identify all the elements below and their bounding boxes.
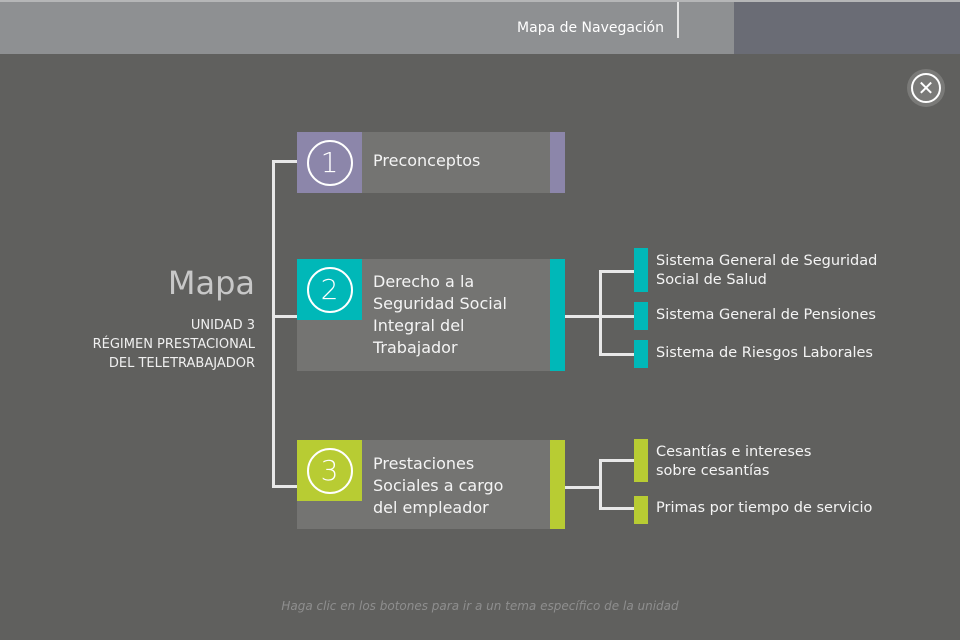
connector-line bbox=[599, 270, 602, 356]
divider bbox=[677, 2, 679, 38]
connector-line bbox=[599, 270, 634, 273]
connector-line bbox=[272, 315, 297, 318]
connector-line bbox=[272, 485, 297, 488]
accent-bar bbox=[550, 440, 565, 529]
connector-line bbox=[272, 160, 297, 163]
subtopic-primas[interactable]: Primas por tiempo de servicio bbox=[656, 500, 873, 516]
subtopic-marker[interactable] bbox=[634, 439, 648, 482]
topic-number-badge: 3 bbox=[297, 440, 362, 501]
map-title: Mapa bbox=[167, 264, 255, 302]
header-bar-right bbox=[734, 0, 960, 54]
connector-line bbox=[599, 459, 602, 510]
connector-line bbox=[272, 160, 275, 488]
footer-hint: Haga clic en los botones para ir a un te… bbox=[281, 599, 679, 613]
subtopic-marker[interactable] bbox=[634, 248, 648, 292]
subtopic-marker[interactable] bbox=[634, 496, 648, 524]
connector-line bbox=[565, 315, 600, 318]
connector-line bbox=[599, 315, 634, 318]
topic-number-badge: 2 bbox=[297, 259, 362, 320]
topic-label: Preconceptos bbox=[373, 151, 481, 170]
subtopic-marker[interactable] bbox=[634, 302, 648, 330]
unit-subtitle-1: RÉGIMEN PRESTACIONAL bbox=[92, 337, 255, 352]
close-icon: ✕ bbox=[911, 73, 941, 103]
subtopic-marker[interactable] bbox=[634, 340, 648, 368]
connector-line bbox=[599, 353, 634, 356]
topic-number-badge: 1 bbox=[297, 132, 362, 193]
subtopic-pensiones[interactable]: Sistema General de Pensiones bbox=[656, 307, 876, 323]
close-button[interactable]: ✕ bbox=[907, 69, 945, 107]
subtopic-riesgos[interactable]: Sistema de Riesgos Laborales bbox=[656, 345, 873, 361]
topic-1-button[interactable]: 1 Preconceptos bbox=[297, 132, 565, 193]
connector-line bbox=[599, 507, 634, 510]
unit-label: UNIDAD 3 bbox=[190, 318, 255, 333]
header-bar bbox=[0, 0, 734, 54]
connector-line bbox=[565, 486, 600, 489]
page-title: Mapa de Navegación bbox=[517, 20, 664, 36]
accent-bar bbox=[550, 132, 565, 193]
unit-subtitle-2: DEL TELETRABAJADOR bbox=[108, 356, 255, 371]
connector-line bbox=[599, 459, 634, 462]
accent-bar bbox=[550, 259, 565, 371]
